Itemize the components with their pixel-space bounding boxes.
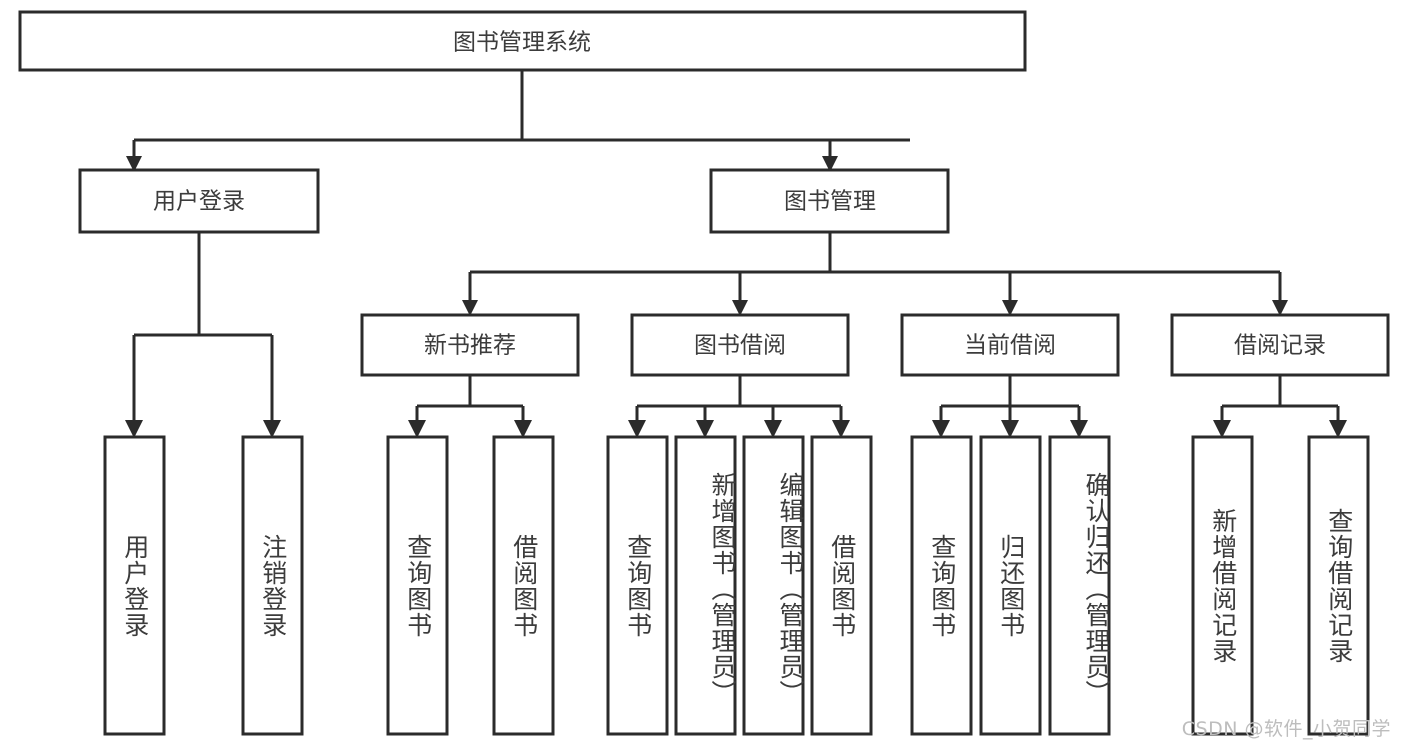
node-current-borrow[interactable]: 当前借阅 <box>900 313 1120 377</box>
connector-newbook-to-leaves <box>408 375 532 438</box>
leaf-box-user-login[interactable] <box>103 435 166 736</box>
leaf-box-logout[interactable] <box>241 435 304 736</box>
node-borrow-records[interactable]: 借阅记录 <box>1170 313 1390 377</box>
leaf-box-borrow-book-bb[interactable] <box>810 435 873 736</box>
node-book-borrow-label: 图书借阅 <box>694 333 786 359</box>
node-root-label: 图书管理系统 <box>453 30 591 56</box>
leaf-boxes <box>103 435 1370 736</box>
node-book-management[interactable]: 图书管理 <box>709 168 950 234</box>
connector-root-to-level2 <box>126 70 910 172</box>
leaf-box-return-book[interactable] <box>979 435 1042 736</box>
node-borrow-records-label: 借阅记录 <box>1234 333 1326 359</box>
connector-currentborrow-to-leaves <box>932 375 1088 438</box>
connector-bookborrow-to-leaves <box>628 375 850 438</box>
leaf-box-add-book[interactable] <box>674 435 737 736</box>
leaf-box-query-book-cb[interactable] <box>910 435 973 736</box>
node-book-borrow[interactable]: 图书借阅 <box>630 313 850 377</box>
leaf-box-borrow-book-nb[interactable] <box>492 435 555 736</box>
leaf-box-add-record[interactable] <box>1191 435 1254 736</box>
connector-bookmgmt-to-level3 <box>462 232 1288 316</box>
leaf-box-confirm-return[interactable] <box>1048 435 1111 736</box>
leaf-box-query-book-bb[interactable] <box>606 435 669 736</box>
node-new-book-recommend-label: 新书推荐 <box>424 333 516 359</box>
node-user-login-label: 用户登录 <box>153 189 245 215</box>
node-new-book-recommend[interactable]: 新书推荐 <box>360 313 580 377</box>
connector-borrowrecords-to-leaves <box>1213 375 1347 438</box>
leaf-box-edit-book[interactable] <box>742 435 805 736</box>
node-user-login[interactable]: 用户登录 <box>78 168 320 234</box>
node-root[interactable]: 图书管理系统 <box>18 10 1027 72</box>
node-current-borrow-label: 当前借阅 <box>964 333 1056 359</box>
node-book-management-label: 图书管理 <box>784 189 876 215</box>
connector-userlogin-to-leaves <box>125 232 281 438</box>
leaf-box-query-book-nb[interactable] <box>386 435 449 736</box>
leaf-box-query-record[interactable] <box>1307 435 1370 736</box>
